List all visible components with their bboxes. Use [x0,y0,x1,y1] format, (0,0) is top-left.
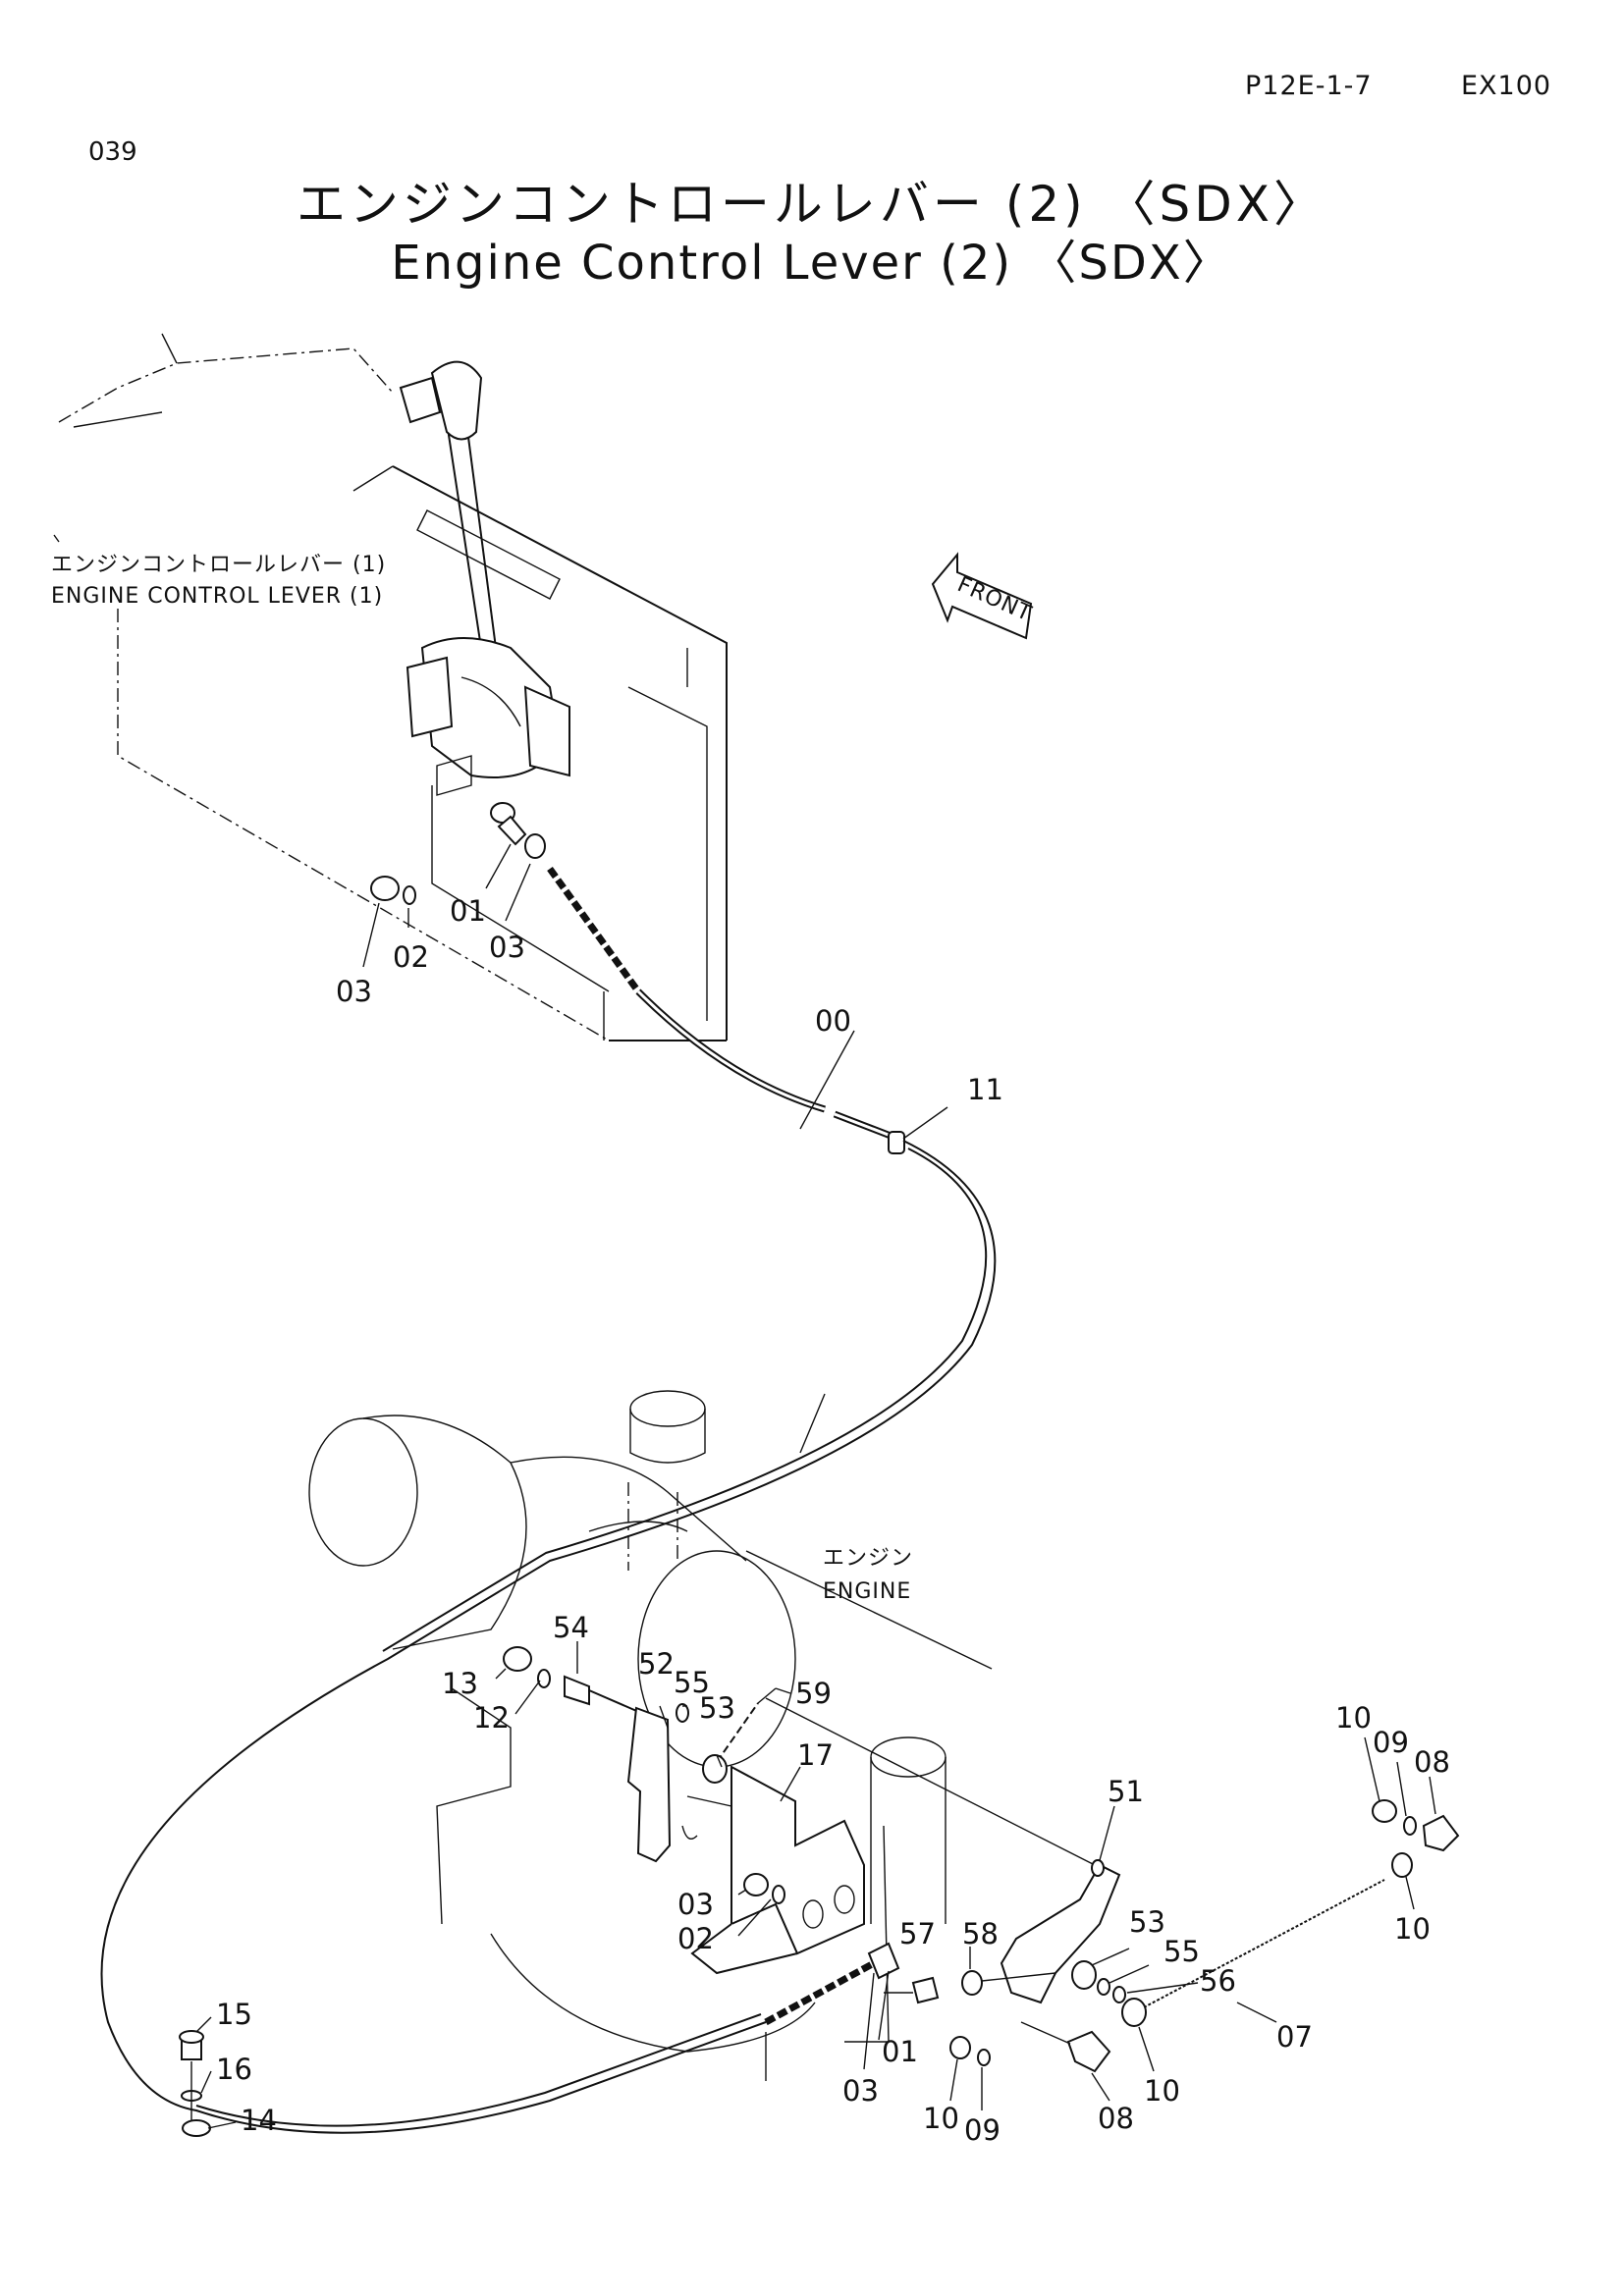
callout-01-bottom: 01 [882,2035,918,2068]
model-code: EX100 [1461,71,1552,101]
engine-outline [308,1390,993,2081]
callout-51: 51 [1108,1775,1144,1808]
engine-label-ja: エンジン [823,1546,913,1571]
callout-03-top-left: 03 [336,975,372,1008]
callout-55-left: 55 [674,1666,710,1699]
front-arrow-icon: FRONT [931,552,1036,640]
callout-59: 59 [795,1677,832,1710]
callout-02-top: 02 [393,940,429,974]
control-console [58,333,728,1041]
title-english: Engine Control Lever (2) 〈SDX〉 [391,236,1232,291]
callout-16: 16 [216,2053,252,2086]
callout-07: 07 [1276,2020,1313,2054]
callout-52: 52 [638,1647,675,1681]
callout-53-right: 53 [1129,1905,1165,1939]
callout-10-bottom-left: 10 [923,2102,959,2135]
callout-56: 56 [1200,1964,1236,1998]
callout-13: 13 [442,1667,478,1700]
callout-02-mid: 02 [677,1922,714,1955]
callout-10-top: 10 [1335,1701,1372,1735]
callout-numbers: 01 03 02 03 00 11 54 13 12 52 55 53 59 1… [216,894,1450,2147]
page-number: 039 [88,137,137,167]
callout-54: 54 [553,1611,589,1644]
callout-08-bottom: 08 [1098,2102,1134,2135]
callout-10-bottom-right: 10 [1144,2074,1180,2108]
lever-ref-label-ja: エンジンコントロールレバー (1) [51,553,386,577]
callout-53-left: 53 [699,1691,735,1725]
callout-15: 15 [216,1998,252,2031]
callout-11: 11 [967,1073,1003,1106]
callout-10-right: 10 [1394,1912,1431,1946]
callout-09-top: 09 [1373,1726,1409,1759]
bracket-parts [179,1646,1460,2137]
title-japanese: エンジンコントロールレバー (2) 〈SDX〉 [296,176,1327,233]
callout-14: 14 [241,2104,277,2137]
callout-17: 17 [797,1738,834,1772]
callout-09-bottom: 09 [964,2113,1001,2147]
callout-03-top-right: 03 [489,931,525,964]
lever-ref-label-en: ENGINE CONTROL LEVER (1) [51,584,383,609]
callout-08-top: 08 [1414,1745,1450,1779]
callout-12: 12 [473,1701,510,1735]
callout-03-bottom: 03 [842,2074,879,2108]
upper-fittings [370,802,546,905]
callout-55-right: 55 [1163,1935,1200,1968]
callout-58: 58 [962,1917,999,1950]
engine-label-en: ENGINE [823,1579,911,1604]
callout-01-top: 01 [450,894,486,928]
callout-03-mid: 03 [677,1888,714,1921]
control-cable [100,866,997,2134]
page-code: P12E-1-7 [1245,71,1373,101]
callout-00: 00 [815,1004,851,1038]
callout-57: 57 [899,1917,936,1950]
